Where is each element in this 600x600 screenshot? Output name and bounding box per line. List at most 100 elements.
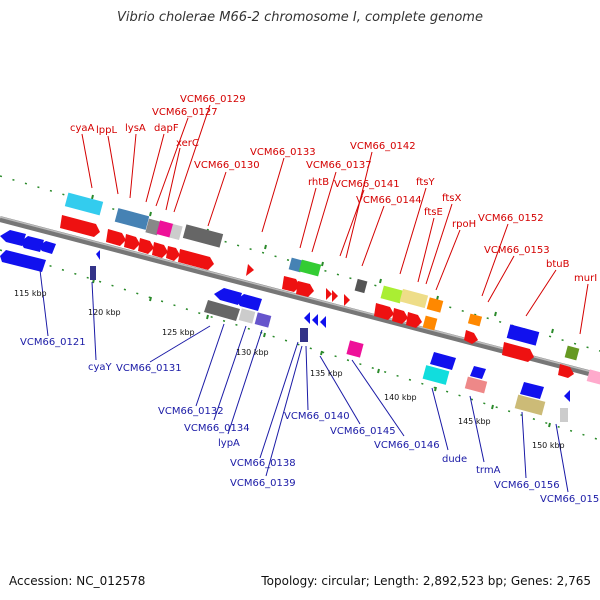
label-dude[interactable]: dude [442, 454, 467, 465]
gene-VCM66-0137[interactable] [298, 259, 322, 277]
label-VCM66_0132[interactable]: VCM66_0132 [158, 406, 224, 417]
gene-rev-b[interactable] [20, 236, 44, 252]
gene-VCM66-0145[interactable] [346, 340, 364, 358]
gene-edge-pink[interactable] [586, 369, 600, 385]
gene-cyaA-arrow[interactable] [60, 215, 100, 237]
gene-rpoH[interactable] [422, 315, 438, 331]
label-VCM66_0131[interactable]: VCM66_0131 [116, 363, 182, 374]
label-dapF[interactable]: dapF [154, 123, 179, 134]
gene-xerC-arrow[interactable] [152, 242, 168, 258]
gene-VCM66-0140[interactable] [300, 328, 308, 342]
gene-VCM66-0131[interactable] [204, 300, 240, 321]
label-ftsX[interactable]: ftsX [442, 193, 461, 204]
gene-ftsX-arrow[interactable] [406, 312, 422, 328]
gene-cyaA[interactable] [64, 192, 104, 216]
label-lysA[interactable]: lysA [125, 123, 146, 134]
gene-murI[interactable] [564, 345, 580, 361]
gene-VCM66-0130[interactable] [182, 224, 224, 248]
label-btuB[interactable]: btuB [546, 259, 570, 270]
label-VCM66_0144[interactable]: VCM66_0144 [356, 195, 422, 206]
gene-btuB[interactable] [506, 324, 540, 346]
gene-0129-arrow[interactable] [166, 246, 180, 261]
label-VCM66_0134[interactable]: VCM66_0134 [184, 423, 250, 434]
label-VCM66_0130[interactable]: VCM66_0130 [194, 160, 260, 171]
gene-ftsE[interactable] [399, 288, 429, 309]
label-VCM66_0153[interactable]: VCM66_0153 [484, 245, 550, 256]
gene-rev-j[interactable] [564, 390, 570, 402]
label-VCM66_0141[interactable]: VCM66_0141 [334, 179, 400, 190]
topology-summary: Topology: circular; Length: 2,892,523 bp… [261, 574, 591, 588]
gene-0127-arrow[interactable] [138, 238, 154, 254]
gene-VCM66-0127[interactable] [156, 220, 174, 238]
gene-0137-arrow[interactable] [296, 281, 314, 297]
gene-VCM66-0156[interactable] [520, 382, 544, 399]
gene-dapF-arrow[interactable] [124, 234, 140, 250]
gene-rev-g[interactable] [312, 314, 318, 326]
gene-xerC[interactable] [169, 223, 183, 241]
label-cyaY[interactable]: cyaY [88, 362, 113, 373]
gene-0144-arrow[interactable] [344, 294, 350, 306]
gene-0133-arrow[interactable] [246, 264, 254, 276]
label-VCM66_0127[interactable]: VCM66_0127 [152, 107, 218, 118]
gene-0153-arrow[interactable] [502, 342, 534, 362]
gene-lysA-arrow[interactable] [106, 229, 126, 246]
gene-murI-arrow[interactable] [558, 364, 574, 378]
gene-rev-h[interactable] [320, 316, 326, 328]
gene-lypA[interactable] [254, 312, 272, 328]
gene-rev-i[interactable] [470, 366, 486, 379]
gene-VCM66-0152[interactable] [467, 313, 483, 327]
label-VCM66_0152[interactable]: VCM66_0152 [478, 213, 544, 224]
label-VCM66_0133[interactable]: VCM66_0133 [250, 147, 316, 158]
gene-cyaY[interactable] [90, 266, 96, 280]
gene-lysA[interactable] [114, 208, 150, 230]
label-VCM66_0146[interactable]: VCM66_0146 [374, 440, 440, 451]
label-ftsE[interactable]: ftsE [424, 207, 443, 218]
label-murI[interactable]: murI [574, 273, 597, 284]
label-lypA[interactable]: lypA [218, 438, 240, 449]
label-rhtB[interactable]: rhtB [308, 177, 329, 188]
label-cyaA[interactable]: cyaA [70, 123, 95, 134]
label-lppL[interactable]: lppL [96, 125, 117, 136]
gene-ftsX[interactable] [426, 297, 444, 313]
label-VCM66_0140[interactable]: VCM66_0140 [284, 411, 350, 422]
gene-rev-a[interactable] [0, 230, 26, 246]
label-trmA[interactable]: trmA [476, 465, 501, 476]
label-VCM66_0121[interactable]: VCM66_0121 [20, 337, 86, 348]
label-VCM66_0156[interactable]: VCM66_0156 [494, 480, 560, 491]
gene-rev-e[interactable] [236, 294, 262, 311]
gene-0142-arrow[interactable] [332, 290, 338, 302]
gene-rev-f[interactable] [304, 312, 310, 324]
gene-rhtB-arrow[interactable] [282, 276, 300, 292]
label-VCM66_0129[interactable]: VCM66_0129 [180, 94, 246, 105]
gene-dapF[interactable] [145, 218, 161, 236]
gene-dude[interactable] [430, 352, 456, 370]
gene-VCM66-0144[interactable] [354, 278, 368, 294]
label-VCM66_0137[interactable]: VCM66_0137 [306, 160, 372, 171]
label-VCM66_0138[interactable]: VCM66_0138 [230, 458, 296, 469]
reverse-label-lines [39, 269, 569, 493]
gene-VCM66-0158[interactable] [560, 408, 568, 422]
gene-0130-arrow[interactable] [178, 249, 214, 270]
kbp-150: 150 kbp [532, 441, 565, 450]
label-VCM66_0139[interactable]: VCM66_0139 [230, 478, 296, 489]
gene-dude-box[interactable] [422, 365, 450, 385]
gene-0141-arrow[interactable] [326, 288, 332, 300]
label-ftsY[interactable]: ftsY [416, 177, 435, 188]
gene-rev-c[interactable] [38, 241, 56, 254]
gene-rev-d[interactable] [214, 288, 242, 305]
gene-VCM66-0121[interactable] [0, 250, 46, 272]
label-VCM66_0142[interactable]: VCM66_0142 [350, 141, 416, 152]
label-VCM66_0158[interactable]: VCM66_0158 [540, 494, 600, 505]
gene-0156-box[interactable] [514, 394, 546, 416]
gene-cyaY-marker[interactable] [96, 250, 100, 260]
gene-VCM66-0132[interactable] [238, 308, 256, 324]
gene-trmA[interactable] [464, 376, 488, 394]
label-rpoH[interactable]: rpoH [452, 219, 476, 230]
gene-0152-arrow[interactable] [464, 330, 478, 344]
gene-ftsE-arrow[interactable] [392, 308, 408, 324]
label-xerC[interactable]: xerC [176, 138, 199, 149]
label-VCM66_0145[interactable]: VCM66_0145 [330, 426, 396, 437]
gene-ftsY[interactable] [380, 285, 404, 304]
gene-ftsY-arrow[interactable] [374, 303, 394, 320]
